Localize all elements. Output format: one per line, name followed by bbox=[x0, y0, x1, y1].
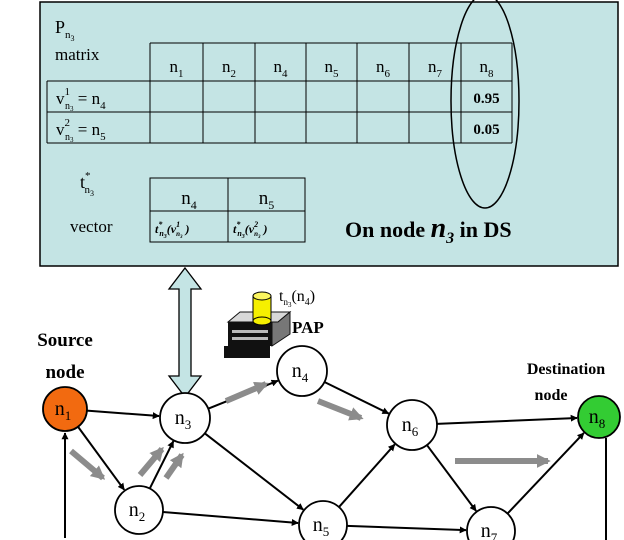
matrix-col-header: n4 bbox=[274, 57, 289, 80]
edge bbox=[506, 432, 585, 515]
svg-text:n3: n3 bbox=[175, 407, 192, 432]
node-n3: n3 bbox=[159, 392, 211, 444]
svg-text:n5: n5 bbox=[313, 514, 330, 539]
edge bbox=[162, 510, 299, 526]
svg-text:n7: n7 bbox=[481, 520, 498, 540]
destination-label-node: node bbox=[535, 387, 568, 404]
matrix-col-header: n1 bbox=[170, 57, 184, 80]
path-arrow bbox=[316, 398, 364, 421]
matrix-n8-value: 0.05 bbox=[473, 122, 499, 138]
matrix-col-header: n5 bbox=[325, 57, 340, 80]
node-n2: n2 bbox=[114, 485, 164, 535]
pap-device bbox=[224, 291, 292, 358]
pap-label: PAP bbox=[292, 318, 324, 337]
edge bbox=[436, 414, 578, 425]
edge bbox=[338, 443, 396, 508]
svg-text:matrix: matrix bbox=[55, 45, 100, 64]
svg-text:n1: n1 bbox=[55, 398, 72, 423]
source-label-node: node bbox=[45, 362, 84, 383]
matrix-col-header: n2 bbox=[222, 57, 236, 80]
svg-text:n6: n6 bbox=[402, 414, 419, 439]
svg-text:n8: n8 bbox=[589, 406, 606, 431]
node-n8: n8 bbox=[577, 395, 621, 439]
vector-col-header: n5 bbox=[259, 188, 275, 212]
svg-text:vector: vector bbox=[70, 217, 113, 236]
matrix-col-header: n6 bbox=[376, 57, 391, 80]
source-label: Source bbox=[37, 330, 93, 351]
path-arrow bbox=[224, 381, 269, 404]
edge bbox=[324, 381, 390, 415]
node-n5: n5 bbox=[298, 500, 348, 540]
path-arrow bbox=[163, 452, 185, 480]
svg-text:Pn3: Pn3 bbox=[55, 17, 75, 43]
svg-text:n2: n2 bbox=[129, 499, 146, 524]
edge bbox=[204, 432, 304, 511]
edge bbox=[148, 440, 175, 489]
svg-text:n4: n4 bbox=[292, 360, 309, 385]
node-n6: n6 bbox=[386, 399, 438, 451]
matrix-label: Pn3 matrix bbox=[55, 17, 100, 64]
pap-timer-label: tn3(n4) bbox=[279, 288, 315, 309]
edges bbox=[61, 379, 607, 540]
edge bbox=[86, 409, 160, 420]
svg-text:t*n3: t*n3 bbox=[80, 170, 94, 198]
edge bbox=[346, 524, 467, 534]
vector-col-header: n4 bbox=[181, 188, 197, 212]
vector-label: t*n3 vector bbox=[70, 170, 113, 236]
matrix-n8-value: 0.95 bbox=[473, 91, 499, 107]
n8-column-highlight bbox=[450, 0, 520, 209]
matrix-col-header: n8 bbox=[480, 57, 495, 80]
destination-label: Destination bbox=[527, 361, 605, 378]
ds-panel bbox=[39, 1, 619, 267]
ds-link-arrow bbox=[167, 266, 203, 399]
edge bbox=[77, 426, 126, 491]
edge bbox=[426, 444, 477, 512]
nodes: n1 n2 n3 n4 n5 n6 n7 n8 bbox=[42, 345, 621, 540]
node-n7: n7 bbox=[466, 506, 516, 540]
panel-caption: On node n3 in DS bbox=[345, 213, 512, 247]
node-n4: n4 bbox=[276, 345, 328, 397]
node-n1: n1 bbox=[42, 386, 88, 432]
path-arrows bbox=[69, 381, 551, 481]
path-arrow bbox=[69, 448, 106, 481]
path-arrow bbox=[137, 446, 165, 477]
matrix-col-header: n7 bbox=[428, 57, 443, 80]
